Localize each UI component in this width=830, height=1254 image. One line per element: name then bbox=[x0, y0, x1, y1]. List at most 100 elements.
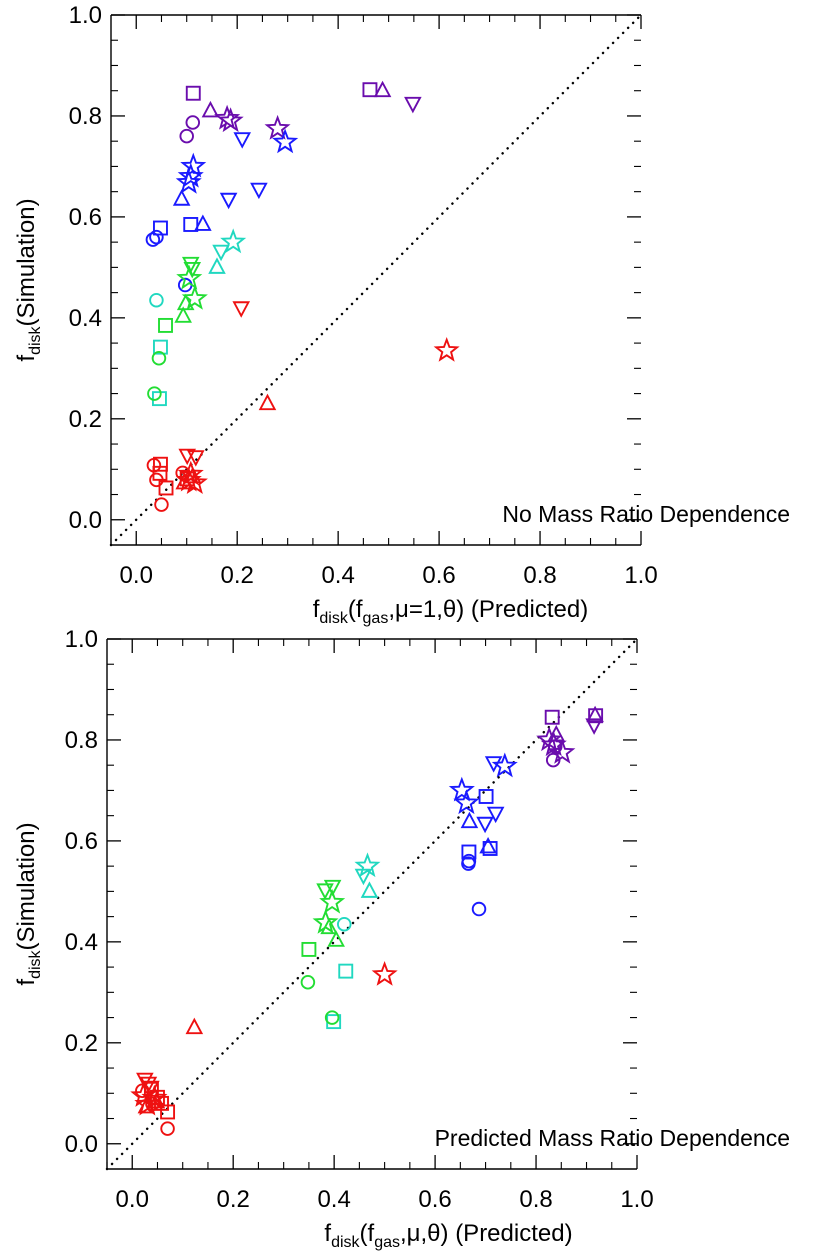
x-tick-label: 0.4 bbox=[317, 1186, 350, 1213]
data-point bbox=[320, 917, 338, 935]
data-point bbox=[233, 132, 252, 149]
top-panel: 0.0 0.2 0.4 0.6 0.8 1.0 0.0 0.2 0.4 0.6 0.8 1.0 No M… bbox=[13, 2, 790, 627]
data-point bbox=[338, 963, 354, 979]
data-point bbox=[179, 128, 194, 144]
x-tick-label: 0.0 bbox=[120, 562, 153, 589]
data-point bbox=[354, 868, 373, 886]
data-point bbox=[194, 214, 212, 231]
data-point bbox=[373, 80, 392, 98]
data-point bbox=[319, 888, 346, 914]
data-point bbox=[177, 162, 204, 188]
data-point bbox=[172, 189, 191, 206]
data-point bbox=[316, 883, 334, 900]
y-tick-label: 0.4 bbox=[65, 929, 98, 956]
x-tick-label: 0.2 bbox=[221, 562, 254, 589]
data-point bbox=[219, 192, 238, 210]
data-point bbox=[135, 1083, 150, 1099]
y-tick-label: 0.6 bbox=[65, 828, 98, 855]
data-point bbox=[181, 284, 208, 310]
data-point bbox=[371, 960, 398, 986]
data-point bbox=[153, 456, 168, 472]
data-point bbox=[300, 974, 316, 990]
data-point bbox=[549, 738, 576, 764]
data-point bbox=[217, 107, 244, 133]
data-point bbox=[272, 128, 299, 154]
data-point bbox=[323, 879, 342, 897]
x-tick-label: 1.0 bbox=[624, 562, 657, 589]
data-point bbox=[149, 229, 164, 245]
data-point bbox=[491, 752, 518, 778]
y-tick-label: 0.8 bbox=[65, 727, 98, 754]
data-point bbox=[453, 789, 480, 815]
data-point bbox=[586, 705, 604, 723]
data-point bbox=[176, 293, 195, 311]
data-point bbox=[153, 220, 168, 236]
x-tick-label: 0.0 bbox=[116, 1186, 149, 1213]
data-point bbox=[187, 450, 205, 467]
data-point bbox=[208, 257, 226, 274]
data-point bbox=[448, 776, 475, 802]
data-point bbox=[145, 1096, 160, 1112]
data-point bbox=[484, 756, 503, 773]
y-tick-label: 1.0 bbox=[69, 2, 102, 29]
x-tick-label: 0.8 bbox=[519, 1186, 552, 1213]
data-point bbox=[360, 881, 379, 898]
data-point bbox=[478, 789, 494, 804]
data-point bbox=[301, 941, 317, 957]
data-point bbox=[181, 256, 200, 274]
data-point bbox=[149, 472, 164, 488]
data-point bbox=[175, 168, 202, 194]
data-point bbox=[324, 1010, 340, 1025]
data-point bbox=[160, 1121, 175, 1136]
data-point bbox=[336, 916, 352, 932]
data-point bbox=[545, 752, 561, 768]
data-point bbox=[479, 836, 497, 854]
data-point bbox=[183, 217, 199, 232]
data-point bbox=[179, 471, 195, 487]
x-tick-label: 0.8 bbox=[523, 562, 556, 589]
data-point bbox=[486, 806, 505, 824]
reference-line bbox=[105, 637, 639, 1171]
data-point bbox=[212, 244, 230, 262]
y-tick-label: 0.2 bbox=[69, 406, 102, 433]
data-point bbox=[547, 724, 566, 742]
x-axis-label: fdisk(fgas,μ=1,θ) (Predicted) bbox=[313, 596, 589, 627]
data-point bbox=[154, 497, 169, 512]
data-point bbox=[476, 816, 494, 834]
data-point bbox=[585, 718, 603, 735]
data-point bbox=[174, 306, 192, 323]
data-point bbox=[327, 930, 345, 947]
data-point bbox=[264, 114, 291, 140]
y-tick-label: 0.2 bbox=[65, 1030, 98, 1057]
y-tick-label: 1.0 bbox=[65, 626, 98, 653]
x-tick-label: 0.6 bbox=[422, 562, 455, 589]
y-tick-label: 0.6 bbox=[69, 204, 102, 231]
data-point bbox=[201, 100, 220, 118]
data-point bbox=[158, 317, 173, 333]
data-point bbox=[404, 96, 422, 114]
data-point bbox=[145, 232, 161, 247]
data-point bbox=[185, 85, 201, 101]
y-tick-label: 0.8 bbox=[69, 103, 102, 130]
data-point bbox=[176, 264, 203, 290]
data-point bbox=[250, 182, 268, 200]
data-point bbox=[147, 386, 162, 401]
data-point bbox=[152, 391, 167, 407]
y-axis-label: fdisk(Simulation) bbox=[13, 198, 44, 361]
data-point bbox=[158, 480, 174, 496]
data-point bbox=[220, 228, 247, 254]
data-point bbox=[147, 1091, 166, 1109]
data-point bbox=[160, 1104, 176, 1120]
annotation: Predicted Mass Ratio Dependence bbox=[435, 1125, 790, 1151]
x-tick-label: 0.4 bbox=[321, 562, 354, 589]
x-tick-label: 1.0 bbox=[620, 1186, 653, 1213]
data-point bbox=[149, 292, 164, 308]
y-tick-label: 0.4 bbox=[69, 305, 102, 332]
annotation: No Mass Ratio Dependence bbox=[502, 501, 790, 527]
y-tick-label: 0.0 bbox=[69, 507, 102, 534]
data-point bbox=[232, 301, 251, 318]
y-axis-label: fdisk(Simulation) bbox=[13, 822, 44, 985]
data-point bbox=[214, 104, 241, 130]
